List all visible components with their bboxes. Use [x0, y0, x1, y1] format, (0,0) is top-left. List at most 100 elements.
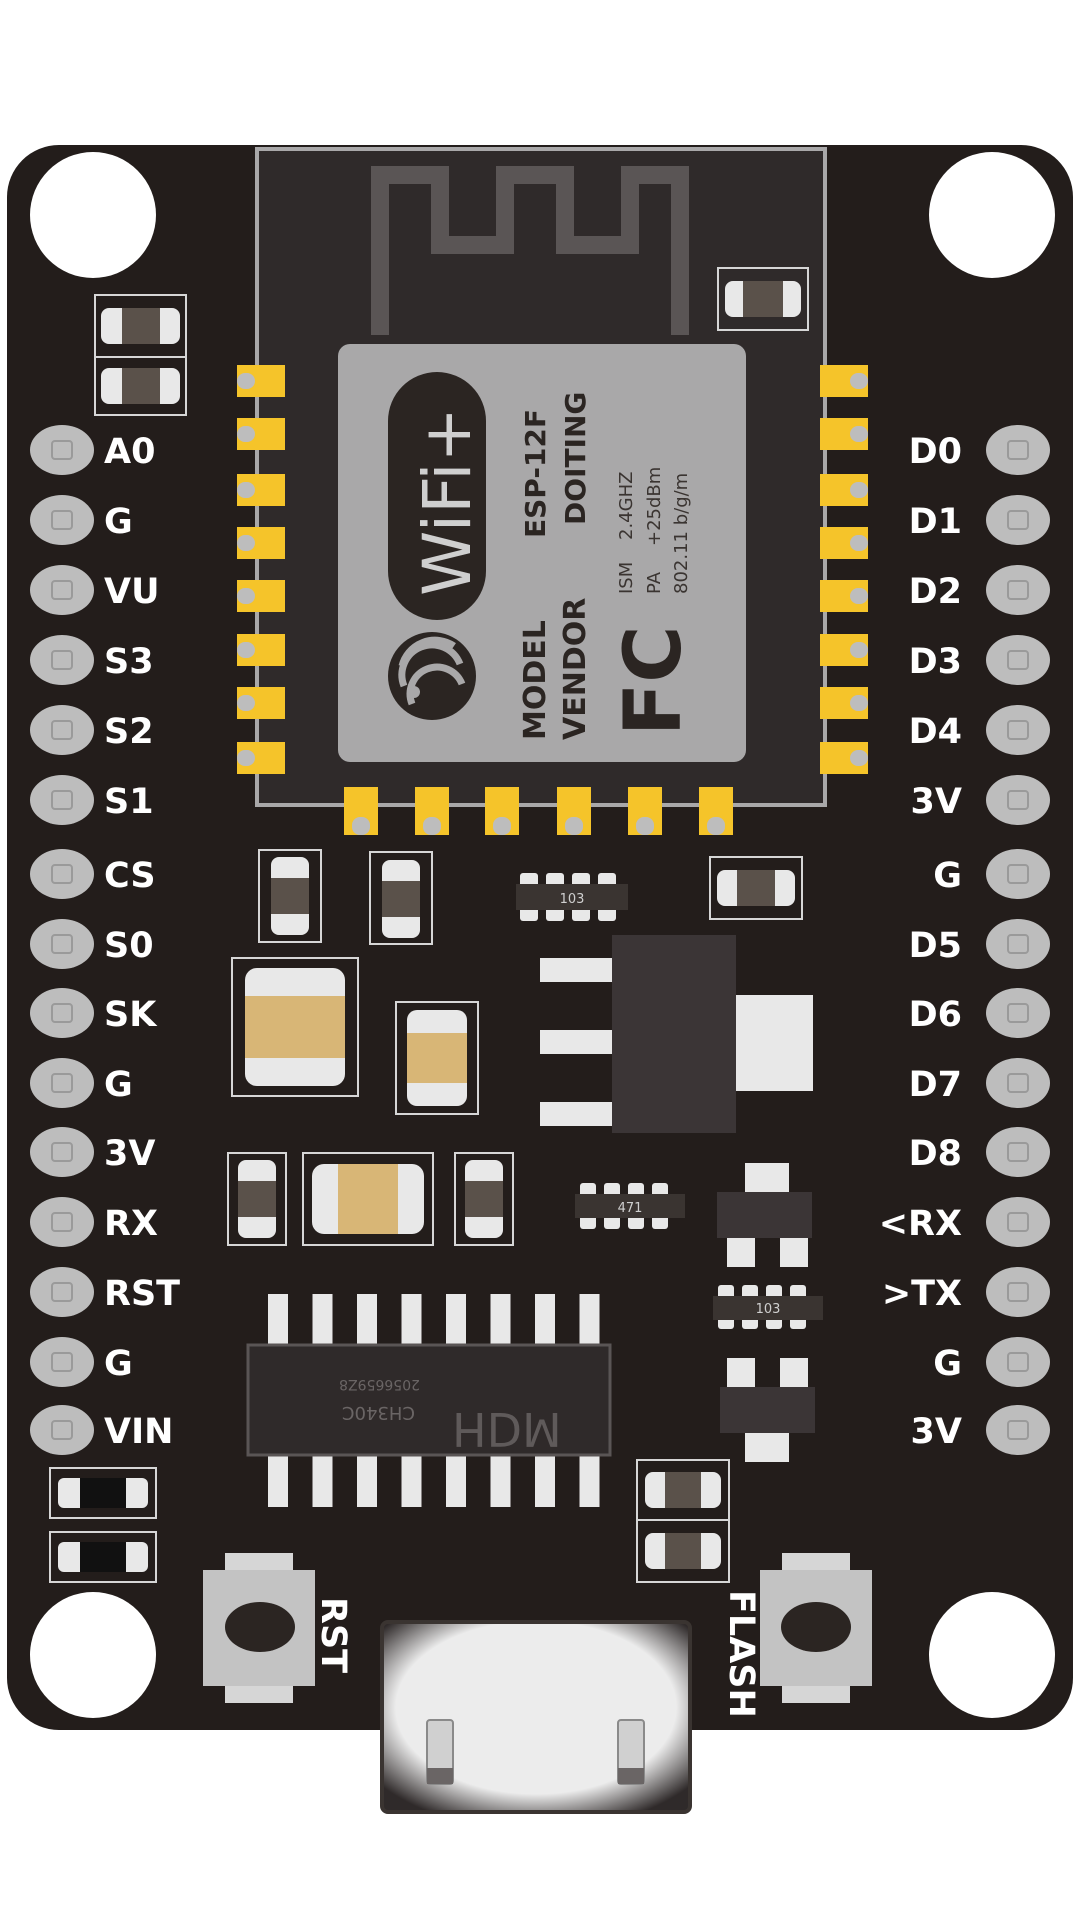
gold-pad	[237, 418, 285, 450]
gold-pad	[820, 474, 868, 506]
chip-leg	[446, 1455, 466, 1507]
pin-pad	[30, 1337, 94, 1387]
pin-label: G	[933, 1344, 962, 1384]
gold-pad	[485, 787, 519, 835]
pin-label: G	[104, 1344, 133, 1384]
gold-pad	[820, 365, 868, 397]
resistor-array-103: 103	[516, 873, 628, 921]
pin-label: S1	[104, 782, 154, 822]
pin-label: D0	[909, 432, 962, 472]
transistor-sot23	[717, 1163, 812, 1267]
chip-part-text: CH340C	[342, 1402, 415, 1423]
chip-leg	[535, 1455, 555, 1507]
chip-leg	[268, 1294, 288, 1346]
capacitor-horizontal	[302, 1152, 434, 1246]
resistor-array-103-b: 103	[713, 1285, 823, 1329]
chip-leg	[401, 1294, 422, 1346]
resistor-code-text: 103	[756, 1302, 781, 1317]
chip-leg	[268, 1455, 288, 1507]
resistor-code-text: 103	[560, 892, 585, 907]
gold-pad	[557, 787, 591, 835]
chip-leg	[446, 1294, 466, 1346]
resistor-horizontal-right	[709, 856, 803, 920]
pin-pad	[986, 849, 1050, 899]
chip-leg	[312, 1455, 333, 1507]
gold-pad	[415, 787, 449, 835]
usb-serial-chip: HDM CH340C 2056659Z8	[246, 1294, 612, 1507]
chip-leg	[490, 1294, 511, 1346]
wifi-antenna-trace	[371, 166, 689, 335]
espressif-logo-icon	[388, 632, 476, 720]
pin-pad	[30, 635, 94, 685]
pin-pad	[986, 1405, 1050, 1455]
chip-leg	[579, 1455, 600, 1507]
vendor-value: DOITING	[559, 392, 592, 525]
pin-pad	[30, 1197, 94, 1247]
vendor-label: VENDOR	[558, 598, 593, 740]
pin-label: G	[104, 502, 133, 542]
resistor-pair-bottom-right	[636, 1459, 730, 1583]
pin-label: D6	[909, 995, 962, 1035]
pin-pad	[30, 705, 94, 755]
pin-pad	[986, 425, 1050, 475]
pin-label: D8	[909, 1134, 962, 1174]
resistor-vertical-row	[227, 1152, 514, 1246]
pin-label: SK	[104, 995, 158, 1035]
pa-label: PA	[644, 571, 665, 594]
pin-pad	[30, 1127, 94, 1177]
pin-pad	[986, 1337, 1050, 1387]
pin-label: D2	[909, 572, 962, 612]
pa-value: +25dBm	[644, 467, 665, 546]
pin-pad	[30, 1405, 94, 1455]
mounting-hole	[30, 152, 156, 278]
flash-button[interactable]	[760, 1553, 872, 1703]
chip-leg	[401, 1455, 422, 1507]
pin-pad	[30, 495, 94, 545]
resistor-pair-bottom-left	[49, 1467, 157, 1583]
gold-pad	[344, 787, 378, 835]
esp-module: WiFi+ MODEL VENDOR ESP-12F DOITING ISM 2…	[237, 147, 868, 835]
pin-pad	[30, 849, 94, 899]
mounting-hole	[30, 1592, 156, 1718]
gold-pad	[237, 634, 285, 666]
pin-pad	[30, 988, 94, 1038]
mounting-hole	[929, 152, 1055, 278]
pin-label: RX	[104, 1204, 158, 1244]
pin-pad	[30, 1058, 94, 1108]
pin-label: 3V	[911, 1412, 962, 1452]
module-pads-left	[237, 365, 285, 774]
pin-pad	[986, 1267, 1050, 1317]
wifi-logo-pill	[388, 372, 486, 620]
reset-button-label: RST	[313, 1597, 353, 1673]
mounting-hole	[929, 1592, 1055, 1718]
gold-pad	[237, 687, 285, 719]
gold-pad	[820, 418, 868, 450]
resistor-vertical	[258, 849, 433, 945]
pin-label: D3	[909, 642, 962, 682]
micro-usb-port[interactable]	[380, 1620, 692, 1814]
reset-button[interactable]	[203, 1553, 315, 1703]
gold-pad	[237, 742, 285, 774]
pin-pad	[986, 1058, 1050, 1108]
gold-pad	[237, 474, 285, 506]
pin-pad	[30, 775, 94, 825]
pin-label: G	[933, 856, 962, 896]
pin-label: >TX	[882, 1274, 962, 1314]
pin-label: 3V	[911, 782, 962, 822]
pin-pad	[986, 919, 1050, 969]
pin-pad	[30, 425, 94, 475]
chip-serial-text: 2056659Z8	[339, 1376, 420, 1392]
pin-label: CS	[104, 856, 156, 896]
pin-pad	[986, 988, 1050, 1038]
pin-label: 3V	[104, 1134, 155, 1174]
gold-pad	[699, 787, 733, 835]
resistor-pair-top-left	[94, 294, 187, 416]
pin-label: D5	[909, 926, 962, 966]
chip-leg	[535, 1294, 555, 1346]
pin-pad	[986, 635, 1050, 685]
gold-pad	[820, 527, 868, 559]
module-pads-bottom	[344, 787, 733, 835]
chip-leg	[357, 1294, 377, 1346]
fc-mark: FC	[609, 625, 699, 736]
